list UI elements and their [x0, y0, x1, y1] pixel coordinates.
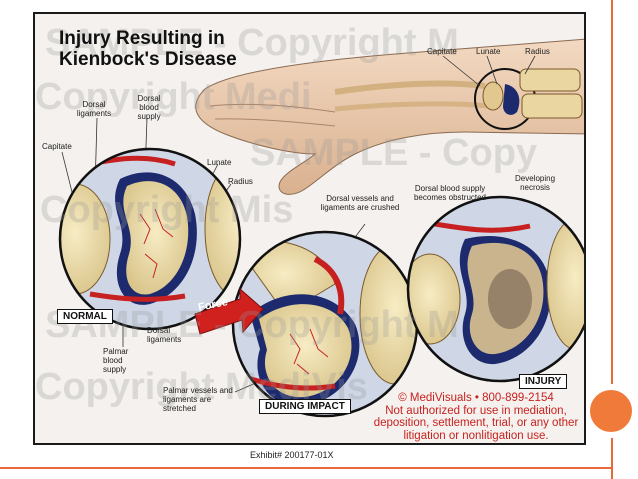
during-impact-wrist-inset	[194, 230, 419, 418]
slide-accent-dot	[584, 384, 638, 438]
label-lunate: Lunate	[207, 158, 232, 167]
normal-wrist-inset	[58, 147, 242, 331]
diagram-title: Injury Resulting in Kienbock's Disease	[59, 28, 237, 70]
label-radius-top: Radius	[525, 47, 550, 56]
slide-accent-rule-vertical	[611, 0, 613, 479]
label-dorsal-ligaments-lower: Dorsal ligaments	[147, 326, 182, 344]
stage-label-normal: NORMAL	[57, 309, 113, 324]
label-dorsal-blood-obstructed: Dorsal blood supply becomes obstructed	[413, 184, 487, 202]
stage-label-injury: INJURY	[519, 374, 568, 389]
label-palmar-blood-supply: Palmar blood supply	[103, 347, 129, 374]
label-developing-necrosis: Developing necrosis	[514, 174, 556, 192]
label-dorsal-vessels-crushed: Dorsal vessels and ligaments are crushed	[320, 194, 400, 212]
copyright-notice: © MediVisuals • 800-899-2154 Not authori…	[365, 392, 584, 442]
copyright-restriction: Not authorized for use in mediation, dep…	[373, 404, 579, 442]
label-capitate-top: Capitate	[427, 47, 457, 56]
illustration-artwork	[58, 38, 584, 418]
injury-wrist-inset	[406, 195, 584, 383]
slide-accent-rule-horizontal	[0, 467, 612, 469]
hand-forearm-illustration	[195, 38, 584, 195]
copyright-contact: © MediVisuals • 800-899-2154	[398, 392, 554, 404]
exhibit-number: Exhibit# 200177-01X	[250, 450, 334, 460]
label-dorsal-blood-supply: Dorsal blood supply	[137, 94, 161, 121]
medical-illustration: SAMPLE - Copyright M Copyright Medi SAMP…	[33, 12, 586, 445]
label-palmar-vessels-stretched: Palmar vessels and ligaments are stretch…	[163, 386, 233, 413]
label-lunate-top: Lunate	[476, 47, 501, 56]
label-radius: Radius	[228, 177, 253, 186]
stage-label-during-impact: DURING IMPACT	[259, 399, 351, 414]
label-dorsal-ligaments: Dorsal ligaments	[76, 100, 112, 118]
label-capitate: Capitate	[42, 142, 72, 151]
